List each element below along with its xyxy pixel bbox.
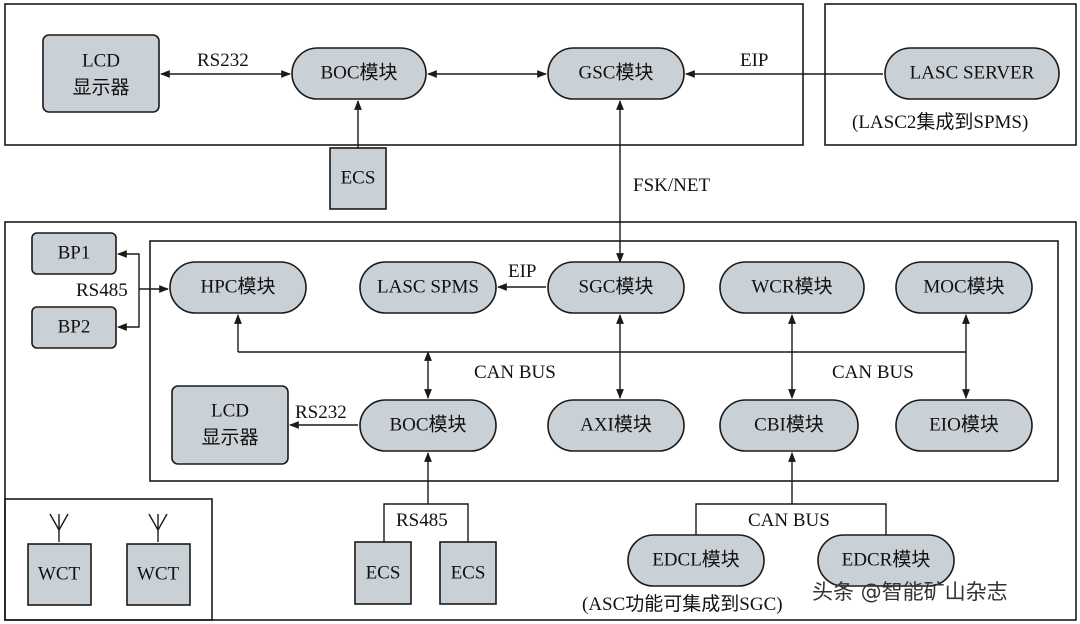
hpc-module-label: HPC模块 [201, 275, 276, 297]
wcr-module-label: WCR模块 [751, 275, 832, 297]
can-bus-label-3: CAN BUS [748, 510, 830, 531]
antenna-icon [148, 513, 168, 542]
cbi-module-label: CBI模块 [754, 413, 824, 435]
ecs-lower-2 [439, 541, 497, 605]
ecs-lower-2-label: ECS [451, 562, 486, 583]
bp-bus-link [117, 250, 140, 331]
ecs-lower-1-label: ECS [366, 562, 401, 583]
boc-module-lower-label: BOC模块 [389, 413, 466, 435]
boc-module-upper-label: BOC模块 [320, 61, 397, 83]
lower-station-frame [4, 221, 1077, 621]
ecs-upper-label: ECS [341, 167, 376, 188]
lasc-spms [359, 261, 497, 314]
wct-2 [126, 543, 191, 606]
can-subsystem-frame [149, 240, 1059, 482]
rs485-ecs-label: RS485 [396, 510, 448, 531]
sgc-module-label: SGC模块 [579, 275, 654, 297]
lcd-display-upper [42, 34, 160, 113]
edc-can-bus [695, 503, 887, 538]
boc-module-lower [359, 399, 497, 452]
fsk-net-label: FSK/NET [633, 175, 710, 196]
eip-upper-label: EIP [740, 50, 769, 71]
sgc-module [547, 261, 685, 314]
bp2-box [31, 306, 117, 349]
lcd-display-lower-line1: LCD [211, 400, 249, 421]
ecs-rs485-bus [383, 503, 469, 542]
asc-note: (ASC功能可集成到SGC) [582, 593, 783, 615]
axi-module-label: AXI模块 [580, 413, 652, 435]
wct-frame [4, 498, 213, 621]
cbi-module [719, 399, 859, 452]
eio-module [895, 399, 1033, 452]
eio-module-label: EIO模块 [929, 413, 999, 435]
edcr-module-label: EDCR模块 [842, 548, 931, 570]
gsc-module-label: GSC模块 [579, 61, 654, 83]
wcr-module [719, 261, 865, 314]
lcd-display-upper-line2: 显示器 [72, 77, 129, 98]
wct-1-label: WCT [38, 563, 81, 584]
eip-lower-label: EIP [508, 261, 537, 282]
moc-module-label: MOC模块 [923, 275, 1004, 297]
hpc-module [169, 261, 307, 314]
lasc-server-label: LASC SERVER [910, 62, 1035, 83]
can-bus-label-1: CAN BUS [474, 362, 556, 383]
lcd-display-lower [171, 385, 289, 465]
ecs-lower-1 [354, 541, 412, 605]
watermark-text: 头条 @智能矿山杂志 [812, 580, 1008, 604]
moc-module [895, 261, 1033, 314]
gsc-module [547, 47, 685, 100]
rs232-upper-label: RS232 [197, 50, 249, 71]
lasc-spms-label: LASC SPMS [377, 276, 479, 297]
rs232-lower-label: RS232 [295, 402, 347, 423]
wct-2-label: WCT [137, 563, 180, 584]
lcd-display-upper-line1: LCD [82, 50, 120, 71]
boc-module-upper [291, 47, 427, 100]
lcd-display-lower-line2: 显示器 [201, 427, 258, 448]
rs485-bp-label: RS485 [76, 280, 128, 301]
lasc-server-note: (LASC2集成到SPMS) [852, 111, 1028, 133]
edcl-module [627, 534, 765, 587]
edcr-module [817, 534, 955, 587]
wct-1 [27, 543, 92, 606]
edcl-module-label: EDCL模块 [652, 548, 740, 570]
antenna-icon [49, 513, 69, 542]
axi-module [547, 399, 685, 452]
bp1-box [31, 232, 117, 275]
lasc-server [884, 47, 1060, 100]
bp1-label: BP1 [58, 242, 91, 263]
can-bus-label-2: CAN BUS [832, 362, 914, 383]
bp2-label: BP2 [58, 316, 91, 337]
